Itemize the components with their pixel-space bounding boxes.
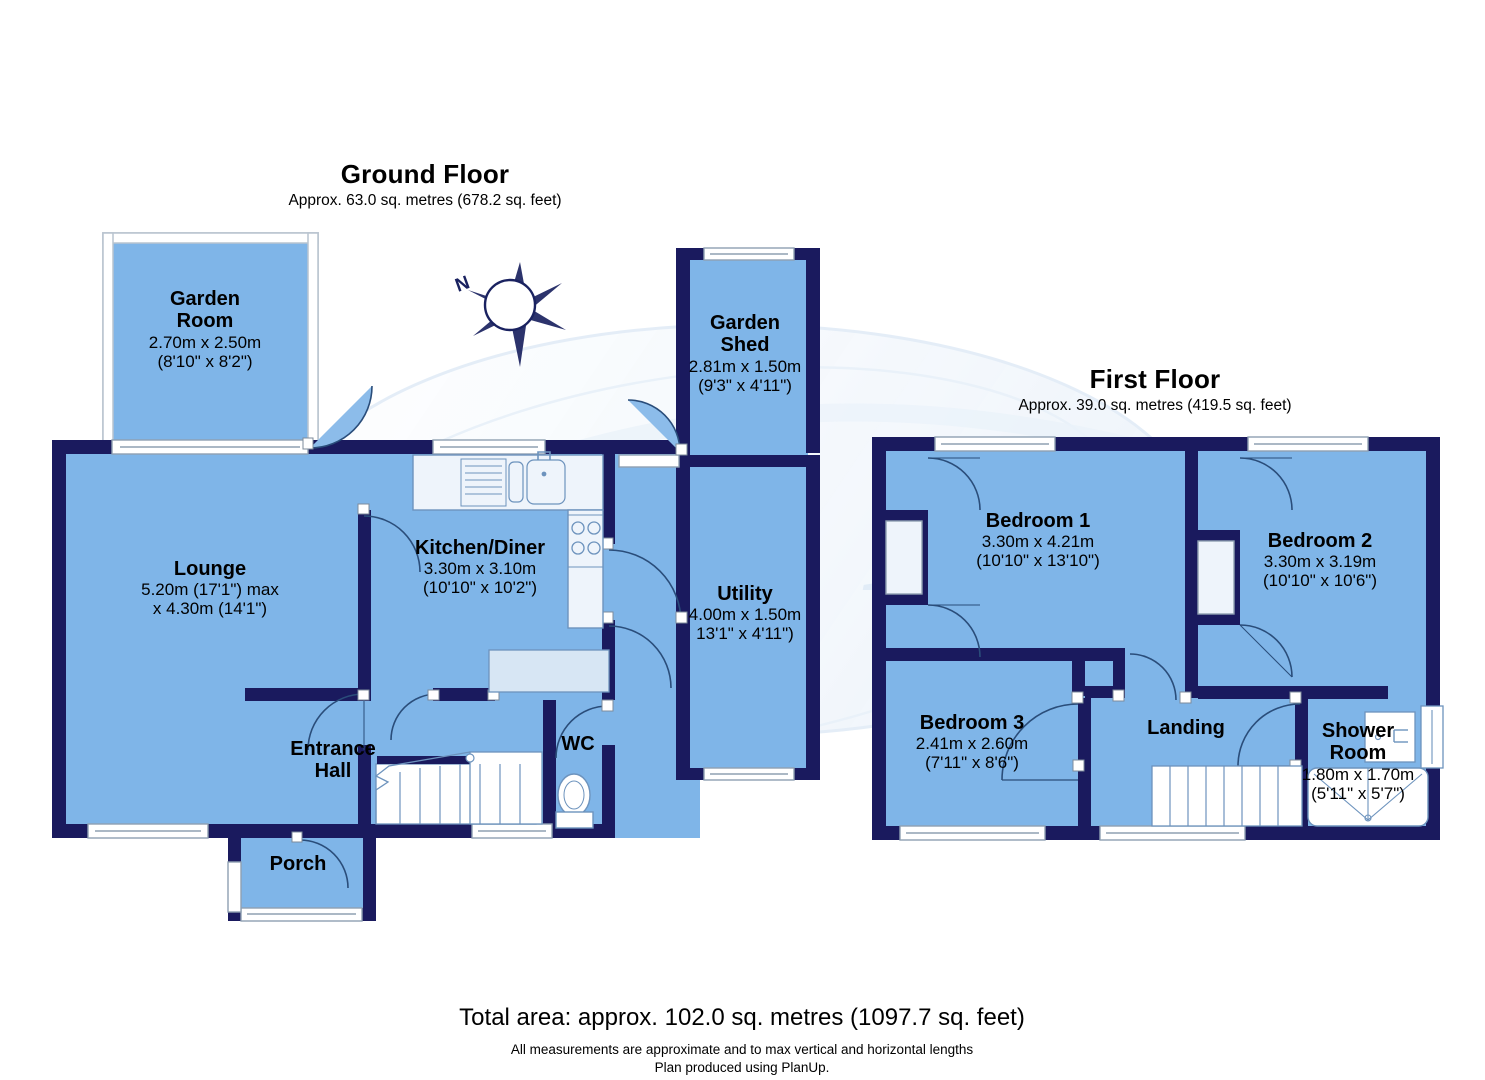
first-floor-windows bbox=[885, 436, 1369, 841]
ground-floor-subtitle: Approx. 63.0 sq. metres (678.2 sq. feet) bbox=[288, 192, 562, 209]
first-floor-plan bbox=[872, 436, 1444, 841]
room-label-shower-room: Shower Room 1.80m x 1.70m (5'11" x 5'7") bbox=[1302, 720, 1414, 803]
bedroom-2-imperial: (10'10" x 10'6") bbox=[1262, 571, 1378, 591]
tap-icon bbox=[537, 451, 551, 477]
ground-floor-title: Ground Floor bbox=[340, 159, 510, 189]
room-label-wc: WC bbox=[561, 733, 595, 755]
lounge-metric: 5.20m (17'1") max bbox=[141, 580, 279, 600]
ground-stairs bbox=[374, 751, 543, 825]
garden-shed-name-line1: Garden bbox=[709, 312, 781, 334]
garden-shed-floor bbox=[688, 250, 808, 450]
garden-shed-imperial: (9'3" x 4'11") bbox=[698, 375, 792, 395]
shower-tray-fixture bbox=[1307, 767, 1429, 827]
shower-basin-fixture bbox=[1364, 705, 1444, 769]
garden-shed-name-line2: Shed bbox=[720, 334, 770, 357]
kitchen-fixtures bbox=[412, 451, 610, 693]
room-label-garden-shed: Garden Shed 2.81m x 1.50m (9'3" x 4'11") bbox=[689, 312, 801, 395]
ground-floor-plan bbox=[52, 232, 820, 922]
bedroom-2-name: Bedroom 2 bbox=[1267, 530, 1373, 552]
first-floor-doors bbox=[927, 457, 1301, 781]
bedroom-3-name: Bedroom 3 bbox=[919, 712, 1025, 734]
bedroom-1-name: Bedroom 1 bbox=[985, 510, 1091, 532]
bedroom-3-imperial: (7'11" x 8'6") bbox=[925, 753, 1019, 773]
entrance-hall-name-line1: Entrance bbox=[290, 738, 376, 760]
entrance-hall-name-line2: Hall bbox=[314, 760, 352, 783]
room-label-porch: Porch bbox=[269, 853, 327, 875]
room-label-landing: Landing bbox=[1147, 717, 1225, 739]
garden-room-name-line2: Room bbox=[176, 310, 234, 333]
room-label-bedroom-1: Bedroom 1 3.30m x 4.21m (10'10" x 13'10"… bbox=[976, 510, 1099, 570]
room-label-bedroom-3: Bedroom 3 2.41m x 2.60m (7'11" x 8'6") bbox=[916, 712, 1028, 772]
lounge-name: Lounge bbox=[173, 558, 247, 580]
utility-floor bbox=[688, 450, 808, 780]
room-label-entrance-hall: Entrance Hall bbox=[290, 738, 376, 783]
svg-text:N: N bbox=[453, 272, 473, 296]
bedroom-3-metric: 2.41m x 2.60m bbox=[915, 734, 1029, 754]
shower-room-imperial: (5'11" x 5'7") bbox=[1311, 783, 1405, 803]
shower-room-name-line2: Room bbox=[1329, 742, 1387, 765]
garden-room-name-line1: Garden bbox=[169, 288, 241, 310]
room-label-utility: Utility 4.00m x 1.50m 13'1" x 4'11") bbox=[689, 583, 801, 643]
garden-room-imperial: (8'10" x 8'2") bbox=[157, 351, 253, 371]
bedroom-2-metric: 3.30m x 3.19m bbox=[1263, 552, 1377, 572]
bedroom-1-metric: 3.30m x 4.21m bbox=[981, 532, 1095, 552]
room-label-kitchen-diner: Kitchen/Diner 3.30m x 3.10m (10'10" x 10… bbox=[415, 537, 545, 597]
utility-imperial: 13'1" x 4'11") bbox=[696, 624, 794, 644]
measurement-note-line1: All measurements are approximate and to … bbox=[510, 1042, 974, 1057]
measurement-note-line2: Plan produced using PlanUp. bbox=[654, 1060, 830, 1075]
room-label-bedroom-2: Bedroom 2 3.30m x 3.19m (10'10" x 10'6") bbox=[1263, 530, 1377, 590]
first-floor-subtitle: Approx. 39.0 sq. metres (419.5 sq. feet) bbox=[1018, 397, 1292, 414]
room-label-garden-room: Garden Room 2.70m x 2.50m (8'10" x 8'2") bbox=[149, 288, 261, 371]
compass-icon: N bbox=[453, 262, 566, 367]
ground-floor-doors bbox=[299, 385, 682, 889]
wc-fixtures bbox=[555, 773, 594, 829]
bedroom-1-imperial: (10'10" x 13'10") bbox=[976, 551, 1100, 571]
garden-shed-metric: 2.81m x 1.50m bbox=[688, 356, 802, 376]
lounge-imperial: x 4.30m (14'1") bbox=[152, 599, 268, 619]
kitchen-diner-name: Kitchen/Diner bbox=[414, 537, 546, 559]
utility-name: Utility bbox=[717, 583, 773, 605]
kitchen-diner-imperial: (10'10" x 10'2") bbox=[422, 578, 537, 598]
landing-stairs bbox=[1151, 765, 1303, 827]
total-area-text: Total area: approx. 102.0 sq. metres (10… bbox=[459, 1004, 1025, 1031]
shower-room-metric: 1.80m x 1.70m bbox=[1301, 764, 1415, 784]
first-floor-title: First Floor bbox=[1089, 364, 1221, 394]
utility-metric: 4.00m x 1.50m bbox=[688, 605, 802, 625]
garden-room-metric: 2.70m x 2.50m bbox=[148, 332, 262, 352]
shower-room-name-line1: Shower bbox=[1321, 720, 1395, 742]
room-label-lounge: Lounge 5.20m (17'1") max x 4.30m (14'1") bbox=[141, 558, 279, 618]
porch-floor bbox=[228, 838, 376, 920]
kitchen-diner-metric: 3.30m x 3.10m bbox=[423, 559, 537, 579]
